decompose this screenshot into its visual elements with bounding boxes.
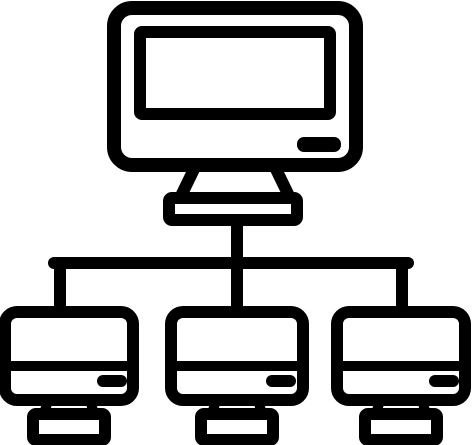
center-monitor-indicator [266,375,296,387]
client-computer-left-icon [0,306,139,445]
center-monitor-base [195,408,279,445]
main-monitor-base [163,192,303,226]
main-computer-icon [107,1,363,226]
left-monitor-indicator [97,375,127,387]
network-connections [48,220,414,312]
main-monitor-screen [134,26,336,120]
client-computer-right-icon [331,306,471,445]
main-monitor-indicator [297,137,341,152]
left-monitor-base [27,408,111,445]
client-computer-center-icon [165,306,309,445]
right-monitor-base [359,408,443,445]
right-monitor-indicator [429,375,459,387]
